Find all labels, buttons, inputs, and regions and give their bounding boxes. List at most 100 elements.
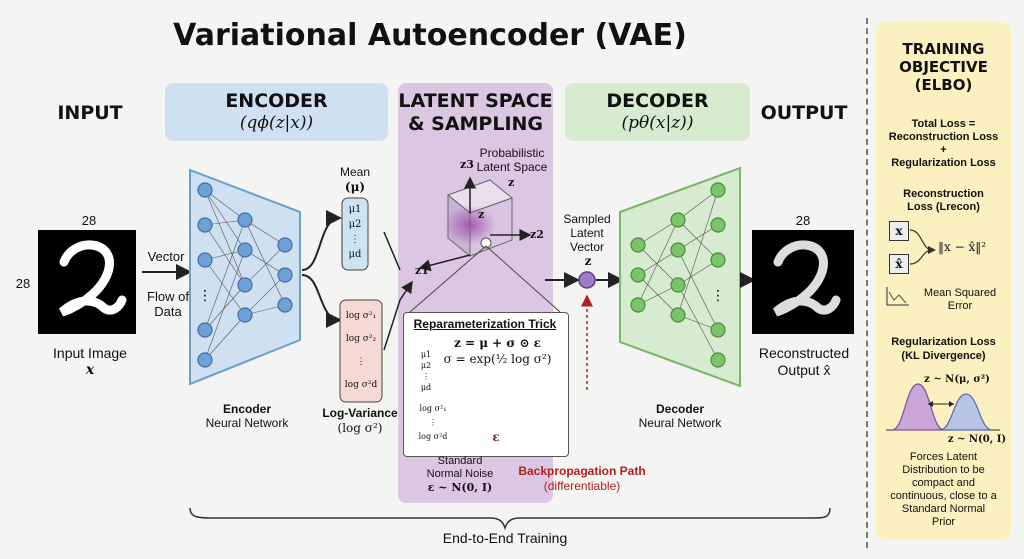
reparam-mu-item: μ1 xyxy=(420,350,432,359)
mu-item: μd xyxy=(348,249,362,260)
recon-title: Reconstruction Loss (Lrecon) xyxy=(903,188,984,213)
objective-desc: Forces Latent Distribution to be compact… xyxy=(890,451,997,528)
kl-distributions xyxy=(886,383,1000,431)
xhat-box: x̂ xyxy=(889,254,909,274)
logvar-label: Log-Variance xyxy=(322,406,398,420)
backprop-sub: (differentiable) xyxy=(543,479,621,493)
vector-label: Vector xyxy=(147,249,185,264)
training-brace xyxy=(189,507,831,531)
zoom-line-left xyxy=(409,245,487,313)
flow-label: Flow of Data xyxy=(147,289,189,319)
decoder-connections xyxy=(637,189,719,361)
logvar-item: log σ²₂ xyxy=(345,334,377,344)
decoder-formula: (pθ(x|z)) xyxy=(621,113,694,133)
input-dim-top: 28 xyxy=(81,213,97,228)
output-header: OUTPUT xyxy=(760,102,848,124)
reparam-var-item: log σ²₁ xyxy=(419,404,447,413)
encoder-nodes xyxy=(197,182,293,368)
objective-title: TRAINING OBJECTIVE (ELBO) xyxy=(899,40,988,94)
axis-z: z xyxy=(508,176,515,189)
decoder-header: DECODER xyxy=(606,90,709,112)
section-divider xyxy=(866,18,868,548)
reparam-mu-item: ⋮ xyxy=(422,372,430,381)
reparam-eq2: σ = exp(½ log σ²) xyxy=(443,352,552,366)
mse-icon xyxy=(886,287,909,306)
reparam-eps: ε xyxy=(492,430,500,444)
latent-header-2: & SAMPLING xyxy=(407,113,544,135)
reparam-mu-item: μd xyxy=(420,383,432,392)
mse-label: Mean Squared Error xyxy=(923,287,997,312)
sampled-sym: z xyxy=(584,254,592,268)
latent-distribution xyxy=(444,205,496,245)
dist-label-1: z ~ N(μ, σ²) xyxy=(924,374,990,385)
var-to-latent xyxy=(383,280,413,351)
mean-sym: (μ) xyxy=(344,180,366,194)
mean-vector-box xyxy=(341,197,369,271)
reparam-var-item: ⋮ xyxy=(429,418,437,427)
backprop-label: Backpropagation Path xyxy=(518,464,646,478)
axis-z-inner: z xyxy=(478,208,485,221)
logvar-item: log σ²₁ xyxy=(345,311,377,321)
logvar-item: log σ²d xyxy=(344,380,378,390)
latent-space-label: Probabilistic Latent Space xyxy=(476,146,548,174)
reparam-eq1: z = μ + σ ⊙ ε xyxy=(454,336,541,350)
mean-label: Mean xyxy=(339,165,371,179)
latent-sample-point xyxy=(480,237,492,249)
objective-total: Total Loss = Reconstruction Loss + Regul… xyxy=(888,118,999,169)
mu-item: μ1 xyxy=(348,204,362,215)
decoder-header-panel xyxy=(565,83,750,141)
digit-two-input xyxy=(59,240,127,317)
noise-label: Standard Normal Noise xyxy=(426,455,494,480)
decoder-nn-sub: Neural Network xyxy=(638,416,722,430)
sampled-label: Sampled Latent Vector xyxy=(563,212,611,254)
encoder-header-panel xyxy=(165,83,388,141)
digit-two-output xyxy=(773,240,841,317)
reparameterization-box xyxy=(403,312,569,457)
reparam-mu-items: μ1 μ2 ⋮ μd xyxy=(415,349,437,393)
output-label-2: Output x̂ xyxy=(777,362,831,378)
noise-formula: ε ~ N(0, I) xyxy=(427,481,493,494)
mu-item: μ2 xyxy=(348,219,362,230)
encoder-header: ENCODER xyxy=(225,90,328,112)
recon-norm: ‖x − x̂‖² xyxy=(938,240,987,254)
logvar-item: ⋮ xyxy=(356,357,366,367)
reparam-var-item: log σ²d xyxy=(418,432,448,441)
reparam-title: Reparameterization Trick xyxy=(413,317,557,331)
vae-diagram: ⋮ ⋮ xyxy=(38,166,854,531)
axis-z2: z2 xyxy=(530,228,544,241)
reg-title: Regularization Loss (KL Divergence) xyxy=(891,336,996,362)
mu-item: ⋮ xyxy=(350,234,360,245)
recon-bracket xyxy=(909,229,936,265)
input-dim-left: 28 xyxy=(15,276,31,291)
training-label: End-to-End Training xyxy=(442,530,568,546)
mu-to-latent xyxy=(383,231,401,271)
latent-header-1: LATENT SPACE xyxy=(398,90,553,112)
sampled-z-node xyxy=(578,271,596,289)
encoder-nn-sub: Neural Network xyxy=(205,416,289,430)
reparam-var-items: log σ²₁ ⋮ log σ²d xyxy=(415,402,451,444)
zoom-line-right xyxy=(485,245,561,313)
x-box: x xyxy=(889,221,909,241)
axis-z1: z1 xyxy=(415,264,429,277)
logvar-items: log σ²₁ log σ²₂ ⋮ log σ²d xyxy=(340,305,382,397)
reparam-mu-item: μ2 xyxy=(420,361,432,370)
output-dim-top: 28 xyxy=(795,213,811,228)
to-mean-arrow xyxy=(301,210,342,271)
decoder-trapezoid xyxy=(619,166,741,388)
logvar-vector-box xyxy=(339,299,383,403)
page-title: Variational Autoencoder (VAE) xyxy=(173,18,687,53)
dist-label-2: z ~ N(0, I) xyxy=(947,434,1007,445)
to-logvar-arrow xyxy=(301,274,342,328)
input-label: Input Image xyxy=(53,345,127,361)
svg-text:⋮: ⋮ xyxy=(711,288,725,304)
svg-text:⋮: ⋮ xyxy=(198,288,212,304)
axis-z1-line xyxy=(418,254,471,272)
objective-panel xyxy=(876,22,1011,540)
mean-items: μ1 μ2 ⋮ μd xyxy=(342,202,368,262)
logvar-sym: (log σ²) xyxy=(337,421,383,435)
decoder-nodes xyxy=(630,182,726,368)
axis-z3: z3 xyxy=(460,158,474,171)
output-label: Reconstructed xyxy=(758,345,850,361)
encoder-nn-label: Encoder xyxy=(222,402,271,416)
input-header: INPUT xyxy=(57,102,123,124)
